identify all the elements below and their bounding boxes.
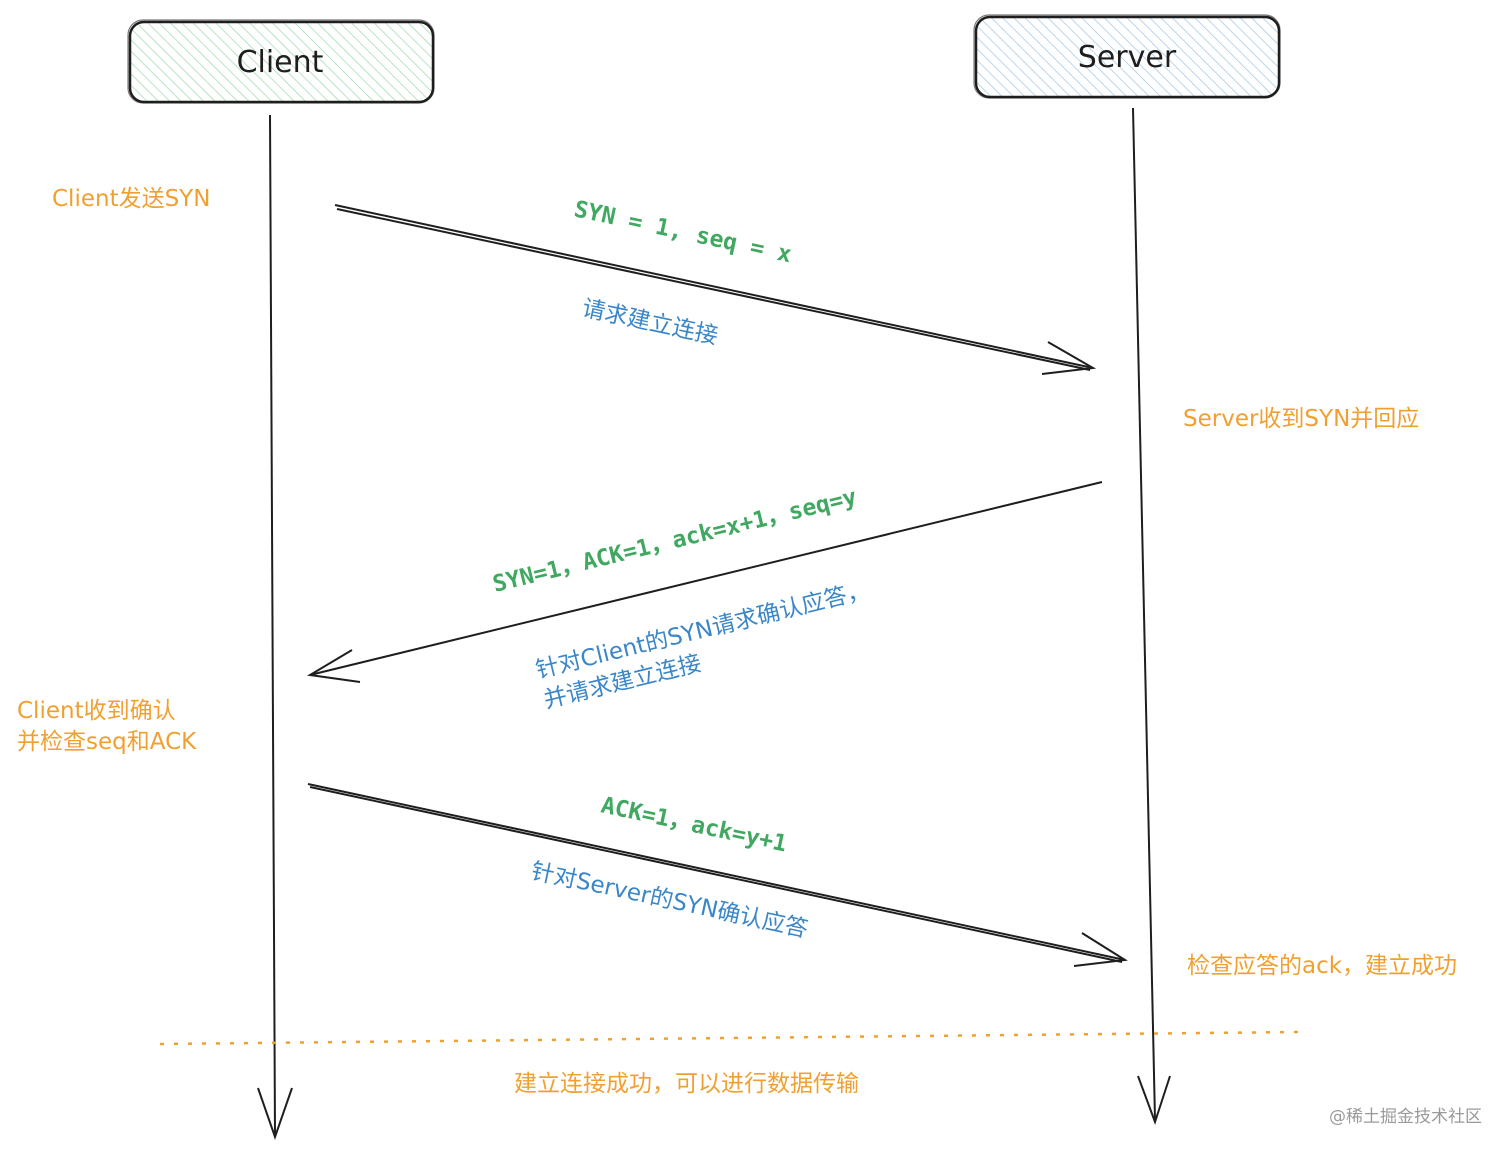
message-arrow-syn-ack xyxy=(307,481,1103,683)
client-lifeline xyxy=(257,114,293,1141)
watermark: @稀土掘金技术社区 xyxy=(1329,1107,1482,1127)
message-arrow-syn xyxy=(334,204,1097,375)
syn-ack-fields-label: SYN=1，ACK=1，ack=x+1，seq=y xyxy=(490,484,859,598)
client-receive-note-line2: 并检查seq和ACK xyxy=(17,729,197,755)
server-check-note: 检查应答的ack，建立成功 xyxy=(1187,953,1458,979)
ack-desc-label: 针对Server的SYN确认应答 xyxy=(529,858,810,943)
server-actor-box: Server xyxy=(973,14,1281,99)
syn-desc-label: 请求建立连接 xyxy=(580,295,720,349)
server-receive-note: Server收到SYN并回应 xyxy=(1183,406,1420,432)
syn-ack-desc-line1: 针对Client的SYN请求确认应答， xyxy=(533,577,872,683)
ack-fields-label: ACK=1，ack=y+1 xyxy=(599,792,789,857)
client-send-note: Client发送SYN xyxy=(52,186,211,212)
established-note: 建立连接成功，可以进行数据传输 xyxy=(514,1071,859,1097)
server-lifeline xyxy=(1132,107,1171,1126)
client-label: Client xyxy=(237,45,324,80)
message-arrow-ack xyxy=(307,783,1128,967)
server-label: Server xyxy=(1078,40,1177,75)
client-actor-box: Client xyxy=(127,19,435,104)
syn-fields-label: SYN = 1, seq = x xyxy=(572,196,794,268)
client-receive-note-line1: Client收到确认 xyxy=(17,698,176,724)
connection-separator xyxy=(159,1030,1299,1046)
